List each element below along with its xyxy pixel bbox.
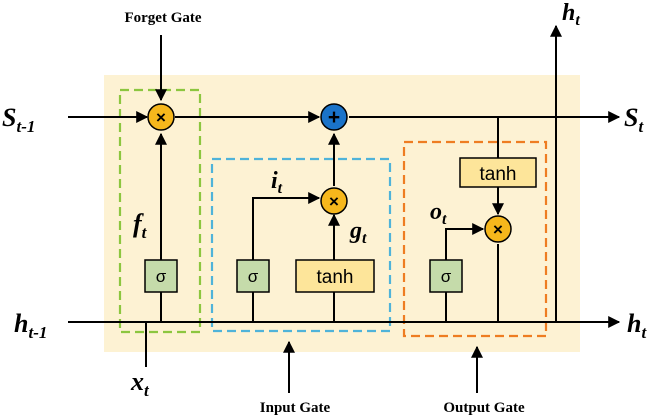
i-label: it: [271, 168, 283, 197]
input-gate-label: Input Gate: [260, 400, 331, 416]
cell-add-symbol: +: [328, 106, 340, 129]
h-top-label: ht: [562, 0, 580, 29]
input-sigma-block: σ: [236, 259, 270, 293]
output-gate-label: Output Gate: [443, 400, 525, 416]
output-multiply-symbol: ×: [493, 220, 503, 239]
h-prev-label: ht-1: [14, 309, 47, 342]
h-next-label: ht: [627, 309, 647, 342]
forget-multiply-symbol: ×: [156, 108, 166, 127]
output-sigma-label: σ: [441, 267, 452, 286]
forget-gate-label: Forget Gate: [124, 10, 201, 26]
input-tanh-block: tanh: [295, 259, 375, 293]
input-tanh-label: tanh: [317, 267, 354, 288]
forget-multiply-node: ×: [147, 103, 175, 131]
output-tanh-block: tanh: [459, 157, 537, 188]
output-sigma-block: σ: [429, 259, 463, 293]
input-multiply-node: ×: [320, 187, 348, 215]
output-multiply-node: ×: [484, 215, 512, 243]
f-label: ft: [133, 209, 148, 242]
forget-sigma-label: σ: [156, 267, 167, 286]
input-it-line: [252, 192, 321, 260]
output-gate-region: [402, 140, 548, 338]
o-label: ot: [430, 199, 447, 228]
forget-gate-region: [118, 88, 202, 334]
s-prev-label: St-1: [2, 103, 35, 136]
g-label: gt: [349, 218, 367, 247]
cell-add-node: +: [320, 103, 348, 131]
input-gate-region: [210, 157, 392, 333]
x-label: xt: [130, 367, 150, 400]
s-next-label: St: [624, 103, 644, 136]
input-multiply-symbol: ×: [329, 192, 339, 211]
output-ot-line: [445, 223, 485, 260]
output-tanh-label: tanh: [480, 164, 517, 185]
input-sigma-label: σ: [248, 267, 259, 286]
forget-sigma-block: σ: [144, 259, 178, 293]
